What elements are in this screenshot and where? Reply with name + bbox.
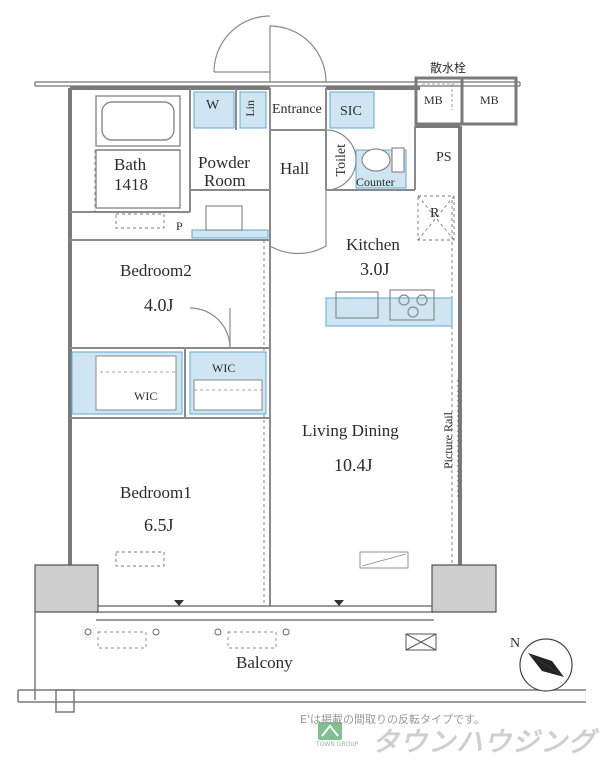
- mb-right-label: MB: [480, 93, 499, 107]
- logo-caption: TOWN GROUP: [316, 741, 359, 748]
- sic-label: SIC: [340, 104, 362, 119]
- powder-room-label-1: Powder: [198, 153, 250, 172]
- toilet-label: Toilet: [334, 144, 349, 177]
- sash-marker-left: [174, 600, 184, 606]
- bath-size: 1418: [114, 175, 148, 194]
- kitchen-sink: [335, 291, 379, 319]
- refrigerator-label: R: [430, 206, 440, 221]
- brand-name: タウンハウジング: [372, 727, 596, 758]
- north-compass-icon: [519, 638, 573, 692]
- wic-left-label: WIC: [134, 389, 158, 403]
- bedroom2-label: Bedroom2: [120, 261, 192, 280]
- bathtub: [95, 95, 181, 147]
- ps-label: PS: [436, 150, 452, 165]
- hall-door: [269, 190, 327, 255]
- wash-basin: [205, 205, 243, 231]
- living-dining-size: 10.4J: [334, 455, 373, 475]
- sprinkler-tap-label: 散水栓: [430, 61, 467, 75]
- bedroom2-door: [189, 307, 231, 349]
- living-dining-label: Living Dining: [302, 421, 399, 440]
- hall-label: Hall: [280, 159, 310, 178]
- entrance-label: Entrance: [272, 102, 322, 117]
- linen-cabinet: [239, 91, 267, 129]
- column-right: [431, 564, 497, 613]
- kitchen-size: 3.0J: [360, 259, 390, 279]
- counter-label: Counter: [356, 175, 395, 189]
- toilet-bowl: [361, 148, 391, 172]
- vanity-counter: [191, 229, 269, 239]
- picture-rail-label: Picture Rail: [441, 412, 455, 469]
- shower-area: [95, 149, 181, 209]
- kitchen-counter: [325, 297, 453, 327]
- entrance-door: [269, 25, 327, 83]
- column-left: [34, 564, 99, 613]
- sash-marker-right: [334, 600, 344, 606]
- reversed-plan-note: E'は掲載の間取りの反転タイプです。: [300, 713, 485, 726]
- washer-label: W: [206, 98, 220, 113]
- linen-label: Lin: [243, 100, 257, 117]
- meter-box: [414, 76, 518, 126]
- bedroom2-size: 4.0J: [144, 295, 174, 315]
- compass-north-label: N: [510, 636, 521, 651]
- bath-label: Bath: [114, 155, 147, 174]
- wic-right-label: WIC: [212, 361, 236, 375]
- powder-room-label-2: Room: [204, 171, 246, 190]
- pantry-label: P: [176, 219, 183, 233]
- shoe-closet: [329, 91, 375, 129]
- brand-logo-icon: [318, 722, 342, 740]
- bedroom1-size: 6.5J: [144, 515, 174, 535]
- stove: [389, 289, 435, 321]
- mb-left-label: MB: [424, 93, 443, 107]
- kitchen-label: Kitchen: [346, 235, 400, 254]
- balcony-label: Balcony: [236, 653, 293, 672]
- washer-space: [193, 91, 235, 129]
- bedroom1-label: Bedroom1: [120, 483, 192, 502]
